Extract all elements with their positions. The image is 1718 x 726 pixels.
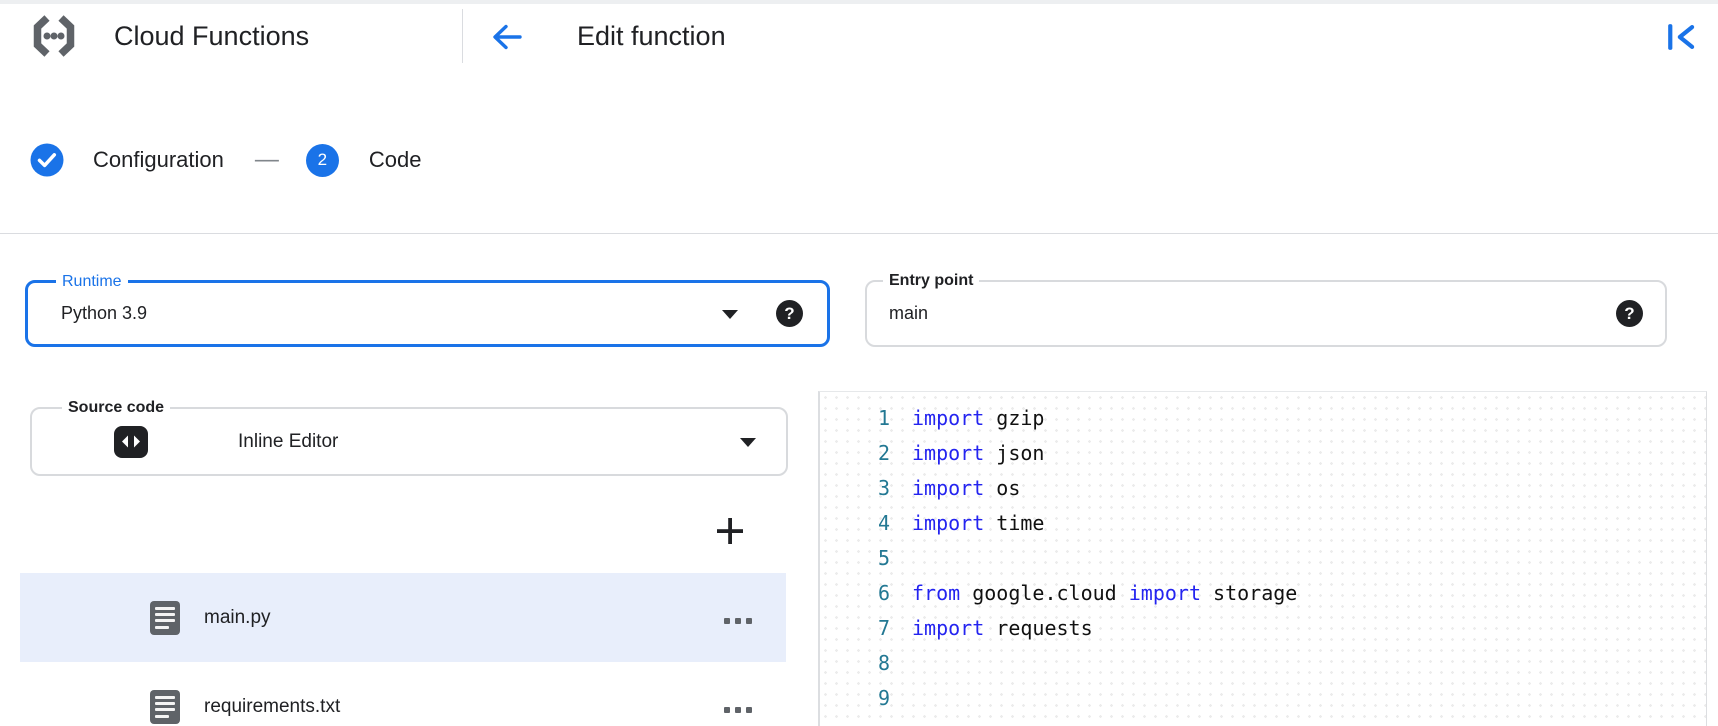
window-top-edge <box>0 0 1718 4</box>
file-row[interactable]: requirements.txt <box>20 662 786 726</box>
file-name: main.py <box>204 606 271 628</box>
entry-point-value: main <box>889 303 929 323</box>
file-document-icon <box>150 600 180 635</box>
inline-editor-icon <box>114 425 148 458</box>
back-button[interactable] <box>487 17 527 57</box>
source-code-select[interactable]: Source code Inline Editor <box>30 397 788 476</box>
entry-point-field[interactable]: Entry point main ? <box>865 270 1667 347</box>
line-number: 7 <box>877 615 890 640</box>
line-number: 6 <box>877 580 890 605</box>
header-divider <box>462 9 463 63</box>
runtime-value: Python 3.9 <box>61 303 148 323</box>
app-title: Cloud Functions <box>114 20 310 51</box>
entry-point-label: Entry point <box>883 270 980 292</box>
check-circle-icon <box>30 143 64 181</box>
page-title: Edit function <box>577 20 726 51</box>
chevron-down-icon <box>740 437 756 447</box>
line-number: 4 <box>877 510 890 535</box>
cloud-functions-logo-icon <box>28 10 80 62</box>
file-row[interactable]: main.py <box>20 573 786 662</box>
source-code-value: Inline Editor <box>238 430 339 452</box>
file-name: requirements.txt <box>204 695 341 717</box>
line-number: 5 <box>877 545 890 570</box>
step1-configuration[interactable] <box>30 143 64 177</box>
file-document-icon <box>150 689 180 724</box>
code-line: 5 <box>820 540 1706 575</box>
line-number: 1 <box>877 405 890 430</box>
chevron-down-icon <box>722 309 738 319</box>
line-number: 9 <box>877 685 890 710</box>
line-number: 8 <box>877 650 890 675</box>
plus-icon <box>715 516 745 549</box>
step2-number-badge[interactable]: 2 <box>305 143 339 177</box>
collapse-panel-button[interactable] <box>1660 16 1702 58</box>
file-overflow-menu-icon[interactable] <box>720 614 757 629</box>
app-header: Cloud Functions Edit function <box>0 0 1718 73</box>
step-separator: — <box>254 146 279 173</box>
entry-point-help-icon[interactable]: ? <box>1616 300 1643 327</box>
line-number: 3 <box>877 475 890 500</box>
step2-label[interactable]: Code <box>368 147 422 172</box>
add-file-button[interactable] <box>706 508 754 556</box>
code-line: 9 <box>820 680 1706 715</box>
step1-label[interactable]: Configuration <box>93 147 224 172</box>
source-code-label: Source code <box>62 397 171 419</box>
file-overflow-menu-icon[interactable] <box>720 703 757 718</box>
code-line: 8 <box>820 645 1706 680</box>
arrow-left-icon <box>487 24 527 60</box>
runtime-label: Runtime <box>56 271 128 293</box>
runtime-help-icon[interactable]: ? <box>776 300 803 327</box>
runtime-select[interactable]: Runtime Python 3.9 ? <box>25 271 830 347</box>
collapse-left-icon <box>1660 24 1702 61</box>
line-number: 2 <box>877 440 890 465</box>
stepper: Configuration — 2 Code <box>0 72 1718 234</box>
